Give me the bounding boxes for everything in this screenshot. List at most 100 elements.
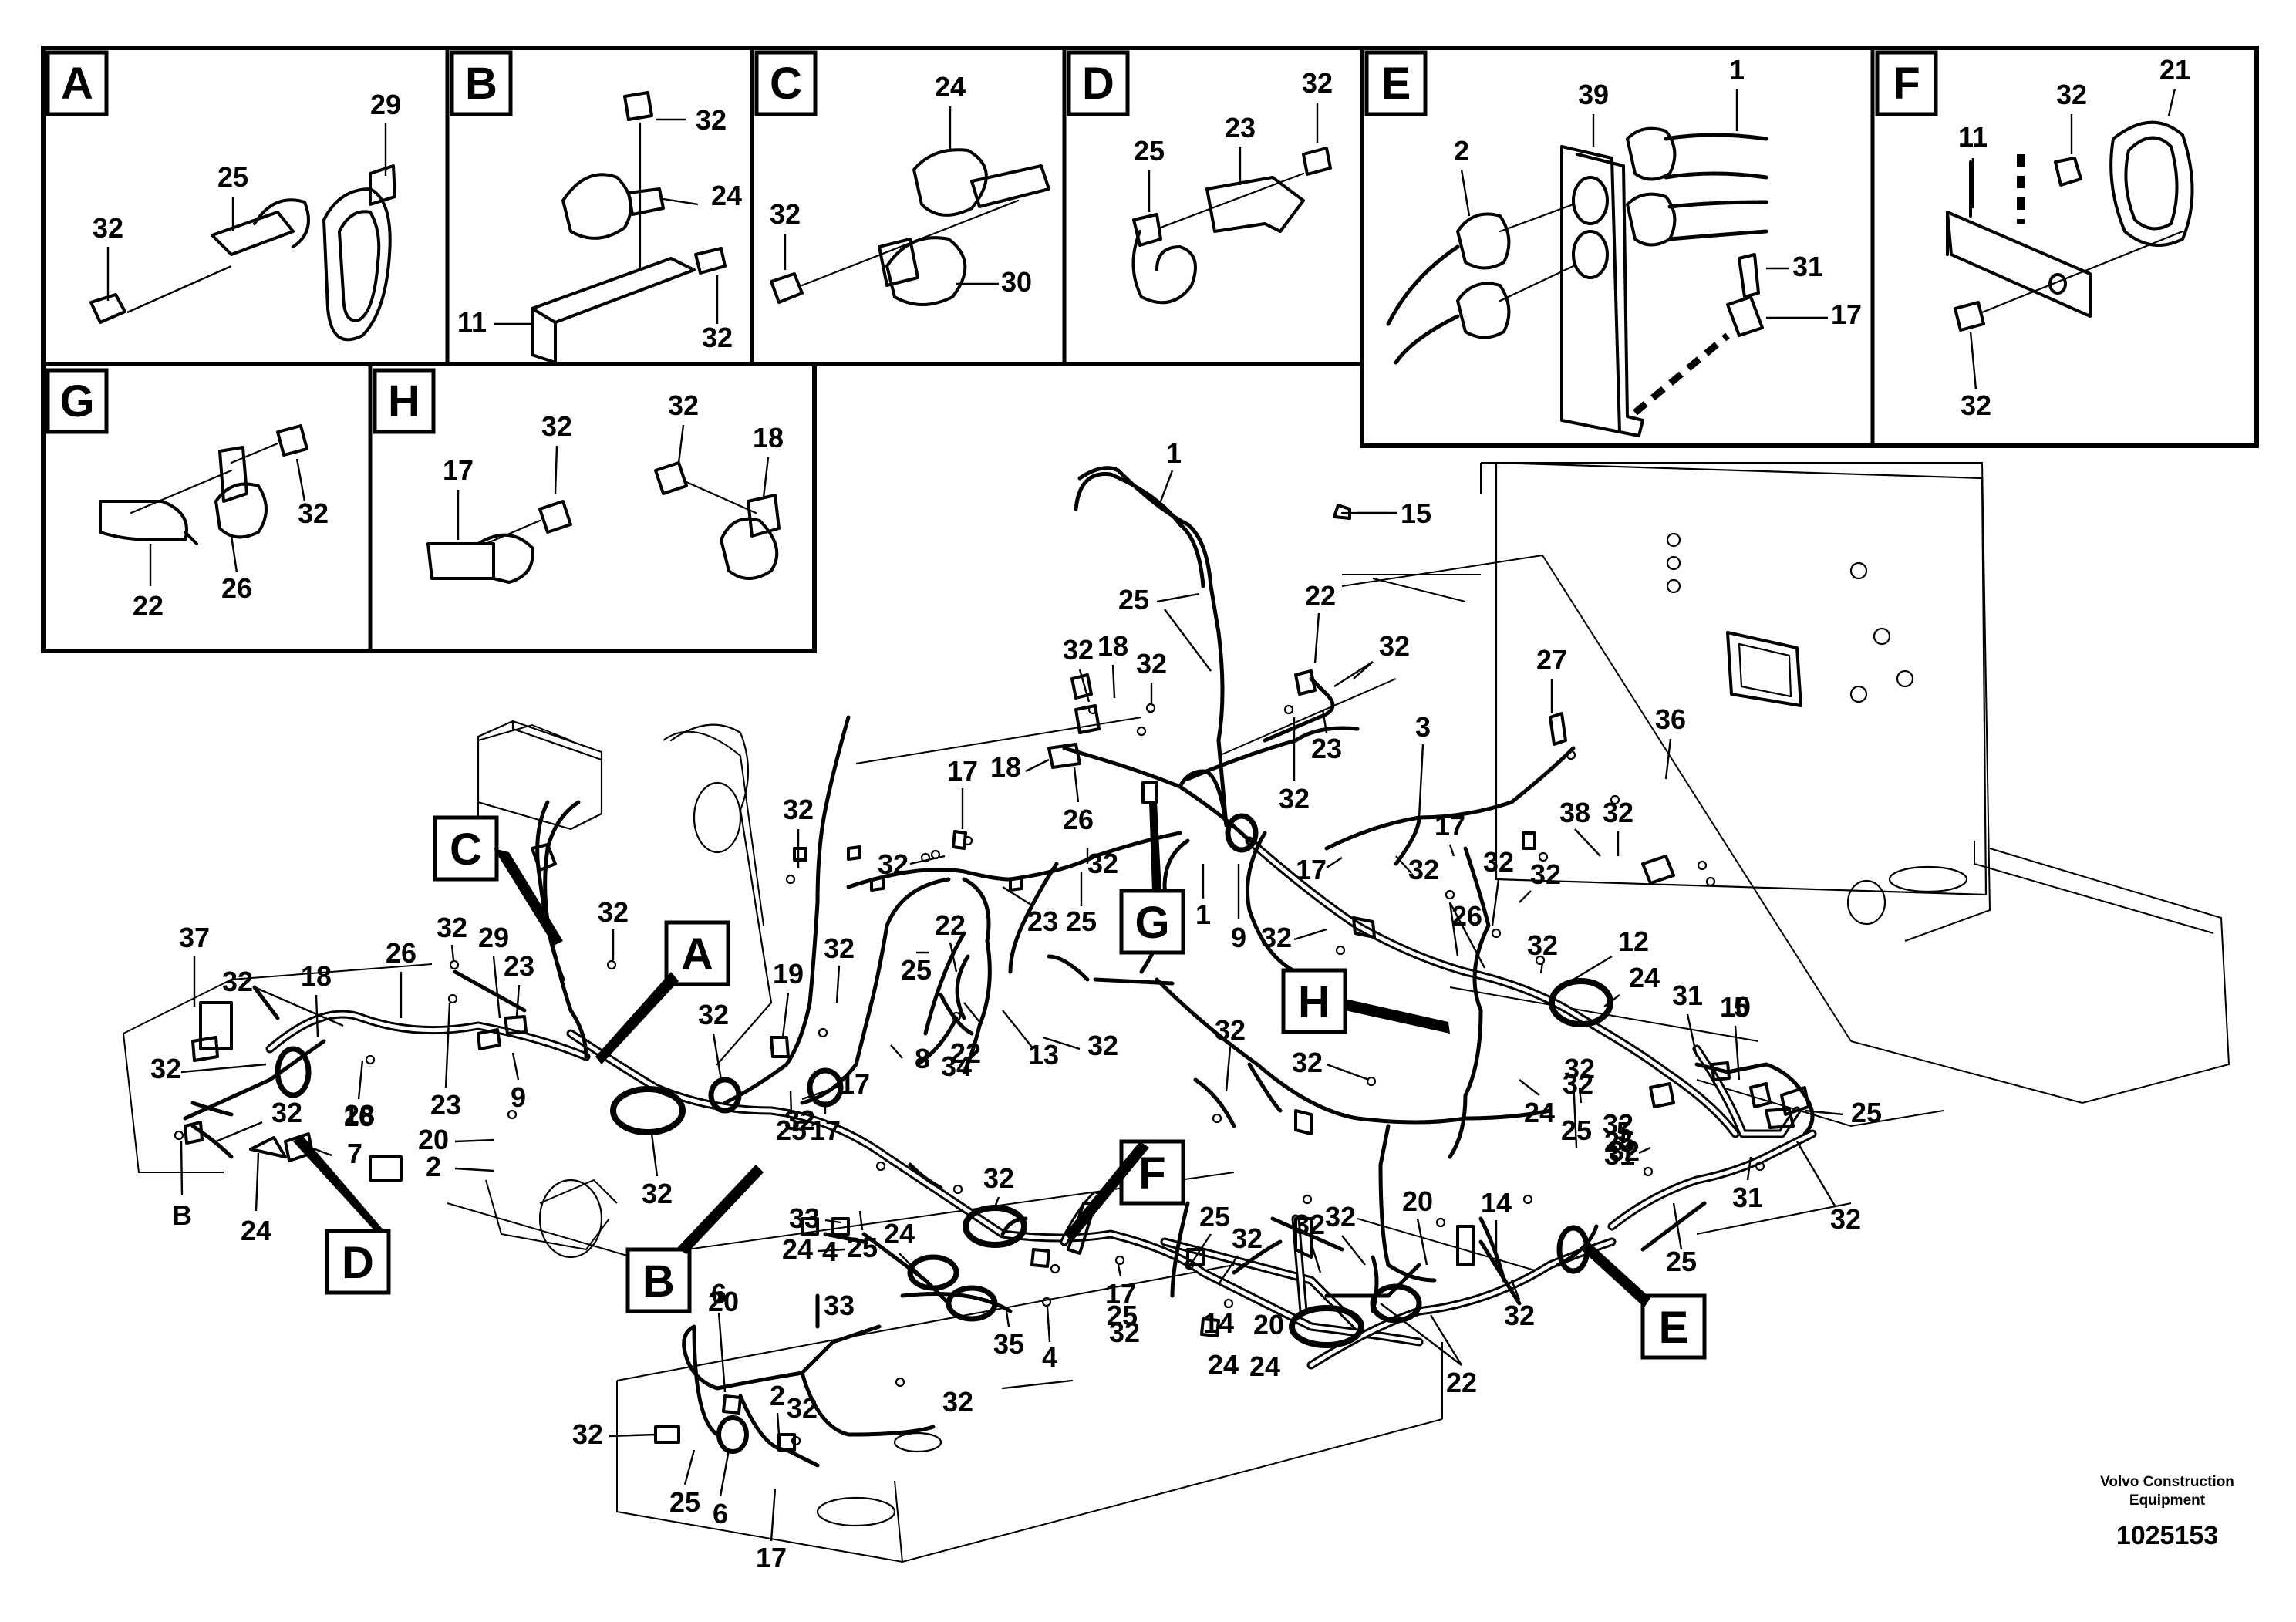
callout: 11 [1958, 121, 1988, 153]
callout: 32 [1232, 1222, 1263, 1254]
callout: 4 [1042, 1341, 1057, 1373]
callout: 25 [1134, 135, 1165, 167]
callout: 26 [1063, 804, 1094, 835]
callout: 39 [1578, 79, 1609, 110]
panel-c: C 24 32 30 [754, 50, 1050, 306]
callout: 18 [753, 422, 784, 454]
callout: 13 [1028, 1039, 1059, 1071]
callout: 27 [1536, 644, 1567, 676]
callout: 1 [1729, 54, 1745, 86]
callout: 17 [947, 755, 978, 787]
main-box-label-c: C [450, 824, 482, 875]
callout: 10 [1720, 991, 1751, 1023]
panel-e: E 39 1 2 31 17 [1364, 50, 1862, 437]
callout: 32 [1603, 1108, 1633, 1140]
callout: 32 [770, 198, 801, 230]
callout: 22 [935, 909, 966, 941]
callout: 32 [1408, 854, 1439, 885]
callout: 24 [711, 180, 742, 211]
callout: 20 [1402, 1185, 1433, 1217]
callout: 14 [1481, 1187, 1512, 1219]
callout: 32 [1279, 783, 1310, 814]
callout: 20 [708, 1286, 739, 1317]
callout: 37 [179, 922, 210, 953]
callout: 2 [426, 1151, 441, 1182]
panel-f-letter-box [1875, 50, 1938, 116]
callout: 25 [669, 1486, 700, 1518]
callout: 32 [1379, 630, 1410, 662]
callout: 32 [1063, 634, 1094, 666]
callout: 32 [298, 497, 329, 529]
callout: 35 [993, 1328, 1024, 1360]
callout: 32 [222, 966, 253, 997]
callout: 38 [1559, 797, 1590, 828]
callout: 22 [1305, 580, 1336, 612]
callout: 31 [1604, 1139, 1635, 1171]
callout: 6 [713, 1498, 728, 1529]
panel-f: F 21 32 11 32 [1875, 50, 2194, 421]
callout: 31 [1732, 1182, 1763, 1213]
main-box-labels: C A G H D B F E [325, 815, 1707, 1360]
panel-e-letter: E [1381, 59, 1411, 109]
box-leaders [293, 802, 1650, 1307]
main-box-label-h: H [1298, 977, 1330, 1027]
callout: 25 [1107, 1300, 1138, 1331]
callout: 34 [941, 1050, 972, 1082]
panel-h-letter: H [388, 376, 420, 427]
callout: 17 [810, 1114, 841, 1146]
callout: 14 [1203, 1307, 1234, 1339]
callout: B [172, 1199, 192, 1231]
callout: 32 [1563, 1068, 1593, 1100]
callout: 29 [478, 922, 509, 953]
panel-a-letter: A [61, 59, 93, 109]
callout: 12 [1618, 926, 1649, 957]
panel-f-letter: F [1893, 59, 1920, 109]
callout: 18 [1097, 630, 1128, 662]
callout: 26 [221, 572, 252, 604]
callout: 9 [511, 1081, 526, 1113]
callout: 32 [824, 932, 855, 964]
callout: 19 [773, 958, 804, 990]
callout: 32 [1830, 1203, 1861, 1235]
callout: 33 [789, 1202, 820, 1234]
callout: 32 [668, 389, 699, 421]
main-assembly: C A G H D B F E [123, 437, 2230, 1573]
callout: 23 [504, 950, 534, 982]
callout: 31 [1672, 980, 1703, 1011]
callout: 32 [271, 1097, 302, 1128]
main-box-label-e: E [1659, 1303, 1689, 1353]
callout: 17 [1831, 298, 1862, 330]
panel-d: D 32 25 23 [1067, 50, 1333, 305]
panel-b: B 32 24 11 32 [450, 50, 742, 364]
callout: 16 [343, 1101, 374, 1132]
callout: 32 [1603, 797, 1633, 828]
callout: 20 [418, 1124, 449, 1155]
callout: 32 [1483, 846, 1514, 878]
callout: 28 [344, 1099, 375, 1131]
callout: 25 [901, 954, 932, 986]
callout: 25 [1666, 1246, 1697, 1277]
callout: 25 [1118, 584, 1149, 615]
callout: 32 [1609, 1135, 1640, 1167]
callout: 25 [776, 1114, 807, 1146]
callout: 20 [1253, 1309, 1284, 1340]
callout: 5 [1617, 1116, 1632, 1148]
panel-e-letter-box [1364, 50, 1428, 116]
callout: 4 [822, 1236, 838, 1267]
brand-line-2: Equipment [2129, 1492, 2206, 1509]
callout: 24 [782, 1233, 813, 1265]
callout: 24 [1208, 1349, 1239, 1381]
callout: 24 [884, 1218, 915, 1249]
callout: 32 [598, 896, 629, 928]
callout: 32 [1527, 929, 1558, 961]
callout: 32 [1261, 922, 1292, 953]
callout: 36 [1655, 703, 1686, 735]
callout: 24 [1524, 1097, 1555, 1128]
callout: 32 [702, 322, 733, 353]
callout: 22 [950, 1037, 981, 1069]
callout: 25 [1851, 1097, 1882, 1128]
panel-g: G 32 22 26 [46, 368, 329, 622]
callout: 18 [301, 960, 332, 992]
callout: 1 [1195, 899, 1211, 930]
callout: 32 [1109, 1317, 1140, 1348]
